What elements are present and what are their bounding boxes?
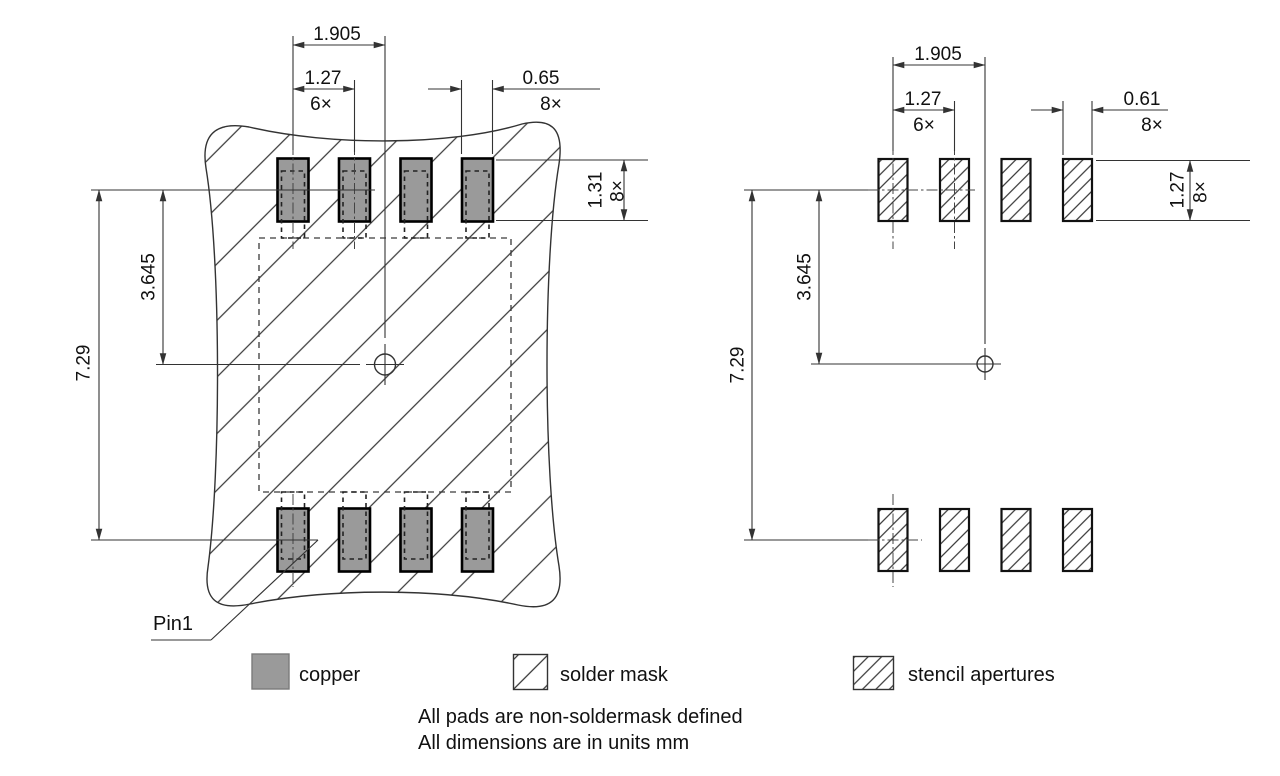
pin1-label: Pin1 bbox=[153, 613, 193, 635]
stencil-aperture-bottom-2 bbox=[938, 507, 971, 573]
stencil-aperture-bottom-3 bbox=[1000, 507, 1032, 573]
terminal-outline-bottom-2 bbox=[342, 491, 367, 560]
dimension-label: 1.27 bbox=[1168, 172, 1189, 209]
dimension-label: 7.29 bbox=[728, 347, 749, 384]
solder-mask-swatch bbox=[512, 653, 549, 691]
copper-pad-top-4 bbox=[460, 157, 495, 223]
legend: copper solder mask stencil apertures bbox=[251, 653, 1055, 691]
pin1-leader-line bbox=[210, 539, 319, 641]
dim-right-aperture-width: 0.61 8× bbox=[1031, 89, 1168, 155]
stencil-aperture-top-3 bbox=[1000, 157, 1032, 223]
terminal-outline-bottom-4 bbox=[465, 491, 490, 560]
dimension-label: 3.645 bbox=[139, 253, 160, 301]
dim-left-row-offset: 3.645 bbox=[139, 189, 167, 365]
legend-item-solder-mask: solder mask bbox=[512, 653, 669, 691]
stencil-apertures-swatch bbox=[852, 655, 895, 691]
dim-right-row-offset: 3.645 bbox=[795, 189, 823, 365]
pin1-callout: Pin1 bbox=[151, 539, 319, 641]
legend-label-solder-mask: solder mask bbox=[560, 664, 669, 686]
terminal-outline-top-3 bbox=[403, 170, 429, 239]
legend-item-copper: copper bbox=[251, 653, 360, 690]
dimension-qty-label: 6× bbox=[913, 115, 935, 136]
copper-pad-bottom-3 bbox=[399, 507, 433, 573]
copper-layout-view: 1.905 1.27 6× 0.65 8× 1.31 8× bbox=[74, 24, 648, 641]
dimension-label: 3.645 bbox=[795, 253, 816, 301]
dimension-label: 1.905 bbox=[914, 44, 962, 65]
terminal-outline-top-4 bbox=[465, 170, 490, 239]
terminal-outline-bottom-3 bbox=[403, 491, 429, 560]
copper-pad-bottom-4 bbox=[460, 507, 495, 573]
dimension-label: 1.905 bbox=[313, 24, 361, 45]
dim-left-group-pitch: 1.905 bbox=[292, 24, 386, 150]
dim-left-pitch: 1.27 6× bbox=[292, 68, 356, 152]
dim-right-row-spacing: 7.29 bbox=[728, 189, 756, 541]
origin-mark bbox=[811, 57, 1001, 380]
copper-swatch bbox=[251, 653, 290, 690]
dimension-label: 1.27 bbox=[305, 68, 342, 89]
dim-right-group-pitch: 1.905 bbox=[892, 44, 986, 151]
dimension-label: 0.61 bbox=[1124, 89, 1161, 110]
copper-pad-bottom-2 bbox=[337, 507, 372, 573]
dimension-qty-label: 8× bbox=[1191, 181, 1212, 203]
dimension-label: 0.65 bbox=[523, 68, 560, 89]
dimension-qty-label: 8× bbox=[540, 94, 562, 115]
legend-item-stencil-apertures: stencil apertures bbox=[852, 655, 1055, 691]
stencil-aperture-bottom-4 bbox=[1061, 507, 1094, 573]
dimension-label: 1.31 bbox=[586, 172, 607, 209]
dim-right-pitch: 1.27 6× bbox=[892, 89, 956, 151]
stencil-layout-view: 1.905 1.27 6× 0.61 8× 1.27 8× bbox=[728, 44, 1250, 587]
legend-label-copper: copper bbox=[299, 664, 360, 686]
note-line-2: All dimensions are in units mm bbox=[418, 732, 689, 754]
note-line-1: All pads are non-soldermask defined bbox=[418, 706, 743, 728]
dim-left-row-spacing: 7.29 bbox=[74, 189, 103, 541]
drawing-notes: All pads are non-soldermask defined All … bbox=[418, 706, 743, 754]
origin-mark bbox=[156, 36, 404, 385]
terminal-outline-bottom-1 bbox=[280, 491, 306, 560]
dimension-qty-label: 8× bbox=[608, 180, 629, 202]
stencil-aperture-top-4 bbox=[1061, 157, 1094, 223]
dimension-label: 7.29 bbox=[74, 345, 95, 382]
dimension-qty-label: 6× bbox=[310, 94, 332, 115]
dimension-qty-label: 8× bbox=[1141, 115, 1163, 136]
dimension-label: 1.27 bbox=[905, 89, 942, 110]
legend-label-stencil-apertures: stencil apertures bbox=[908, 664, 1055, 686]
copper-pad-top-3 bbox=[399, 157, 433, 223]
dim-left-pad-height: 1.31 8× bbox=[496, 159, 648, 222]
dim-right-aperture-height: 1.27 8× bbox=[1096, 159, 1250, 222]
dim-left-pad-width: 0.65 8× bbox=[428, 68, 600, 154]
